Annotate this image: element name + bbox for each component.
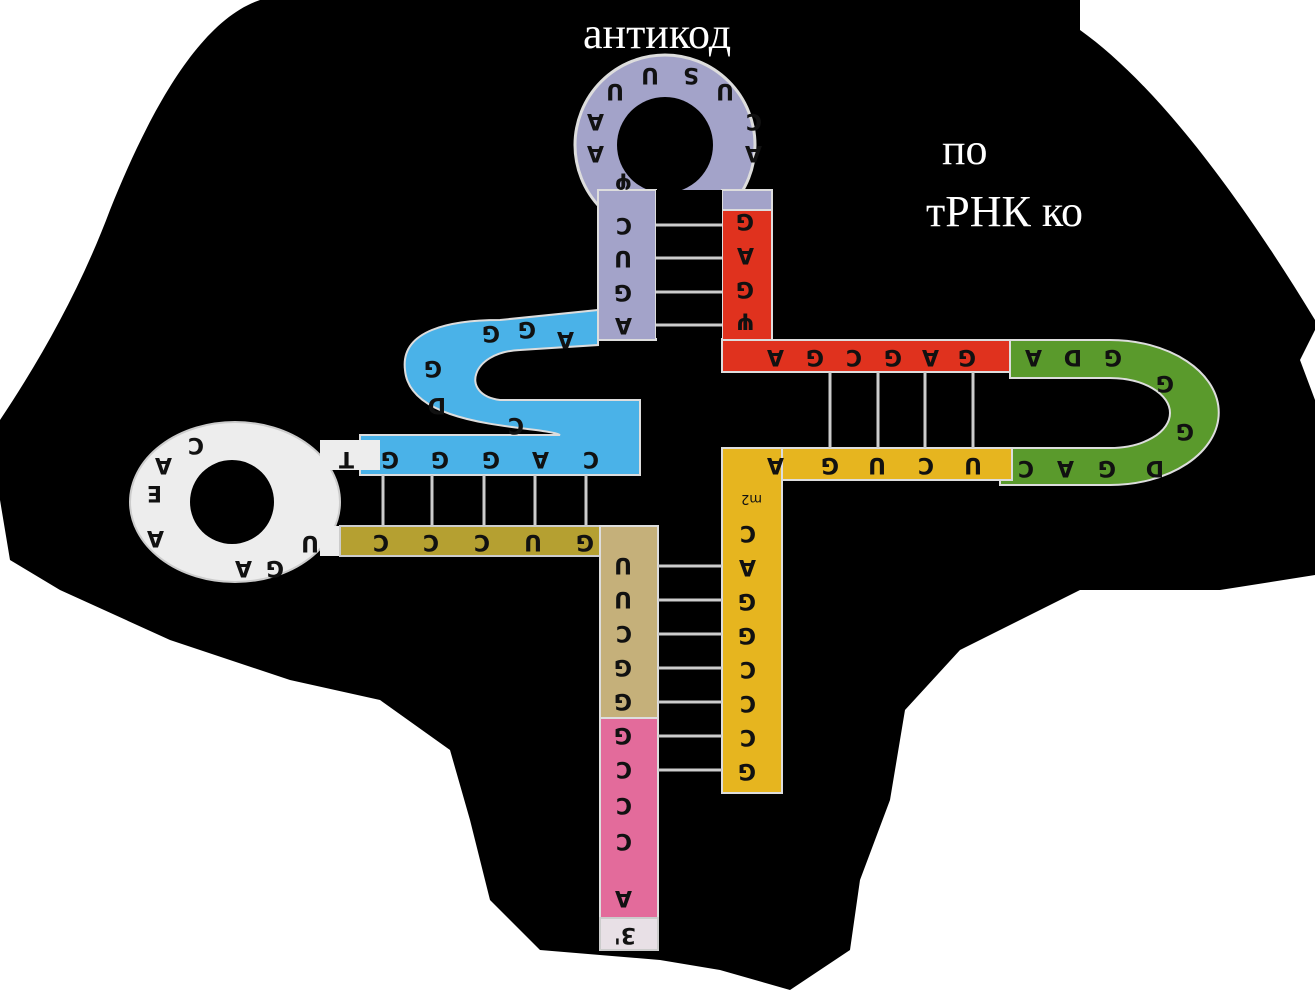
nuc-label: A [767, 452, 784, 477]
nuc-label: C [1018, 455, 1034, 480]
nuc-label: φ [615, 172, 632, 197]
nuc-label: G [738, 588, 756, 613]
nuc-label: A [615, 885, 632, 910]
nuc-label: U [614, 586, 632, 611]
nuc-label: A [745, 140, 762, 165]
nuc-label: A [1057, 455, 1074, 480]
nuc-label: A [1025, 344, 1042, 369]
nuc-label: m2 [741, 491, 762, 506]
nuc-label: C [616, 792, 632, 817]
t-loop-hole [190, 460, 274, 544]
nuc-label: G [614, 688, 632, 713]
nuc-label: G [614, 279, 632, 304]
nuc-label: G [424, 355, 442, 380]
nuc-label: 3' [614, 922, 636, 947]
nuc-label: C [616, 212, 632, 237]
nuc-label: A [557, 326, 574, 351]
nuc-label: U [614, 552, 632, 577]
nuc-label: G [266, 555, 284, 580]
anticodon-caption: антикод [583, 12, 731, 56]
nuc-label: G [821, 452, 839, 477]
nuc-label: G [806, 344, 824, 369]
nuc-label: D [428, 392, 446, 417]
nuc-label: A [587, 108, 604, 133]
nuc-label: G [958, 344, 976, 369]
nuc-label: G [482, 446, 500, 471]
nuc-label: C [740, 520, 756, 545]
nuc-label: C [746, 108, 762, 133]
nuc-label: E [147, 480, 162, 505]
nuc-label: A [767, 344, 784, 369]
nuc-label: U [641, 62, 659, 87]
nuc-label: C [740, 690, 756, 715]
nuc-label: C [583, 446, 599, 471]
caption-fragment-1: по [942, 128, 988, 172]
nuc-label: U [606, 78, 624, 103]
nuc-label: G [482, 320, 500, 345]
nuc-label: A [235, 555, 252, 580]
nuc-label: A [737, 242, 754, 267]
nuc-label: G [518, 316, 536, 341]
caption-fragment-2: тРНК ко [926, 190, 1083, 234]
nuc-label: G [381, 446, 399, 471]
nuc-label: G [1156, 370, 1174, 395]
nuc-label: G [738, 758, 756, 783]
nuc-label: G [736, 276, 754, 301]
nuc-label: U [614, 245, 632, 270]
nuc-label: G [1098, 455, 1116, 480]
nuc-label: D [1064, 344, 1082, 369]
nuc-label: ψ [737, 312, 754, 337]
nuc-label: A [739, 554, 756, 579]
nuc-label: A [532, 446, 549, 471]
nuc-label: G [1176, 418, 1194, 443]
nuc-label: G [884, 344, 902, 369]
nuc-label: U [964, 452, 982, 477]
nuc-label: G [1104, 344, 1122, 369]
nuc-label: G [736, 208, 754, 233]
nuc-label: C [423, 529, 439, 554]
nuc-label: C [740, 724, 756, 749]
nuc-label: C [616, 828, 632, 853]
nuc-label: U [301, 530, 319, 555]
nuc-label: U [716, 78, 734, 103]
nuc-label: C [474, 529, 490, 554]
nuc-label: U [868, 452, 886, 477]
nuc-label: T [339, 446, 354, 471]
nuc-label: A [147, 525, 164, 550]
nuc-label: C [616, 620, 632, 645]
nuc-label: D [1146, 455, 1164, 480]
nuc-label: A [922, 344, 939, 369]
nuc-label: S [683, 62, 699, 87]
nuc-label: G [576, 529, 594, 554]
nuc-label: C [508, 412, 524, 437]
nuc-label: A [587, 140, 604, 165]
nuc-label: C [740, 656, 756, 681]
nuc-label: A [155, 452, 172, 477]
nuc-label: C [616, 756, 632, 781]
nuc-label: C [918, 452, 934, 477]
nuc-label: G [738, 622, 756, 647]
nuc-label: C [846, 344, 862, 369]
anticodon-hole-gap [656, 190, 722, 338]
nuc-label: G [614, 654, 632, 679]
nuc-label: A [615, 312, 632, 337]
nuc-label: G [431, 446, 449, 471]
nuc-label: C [373, 529, 389, 554]
nuc-label: C [188, 432, 204, 457]
nuc-label: U [524, 529, 542, 554]
nuc-label: G [614, 722, 632, 747]
